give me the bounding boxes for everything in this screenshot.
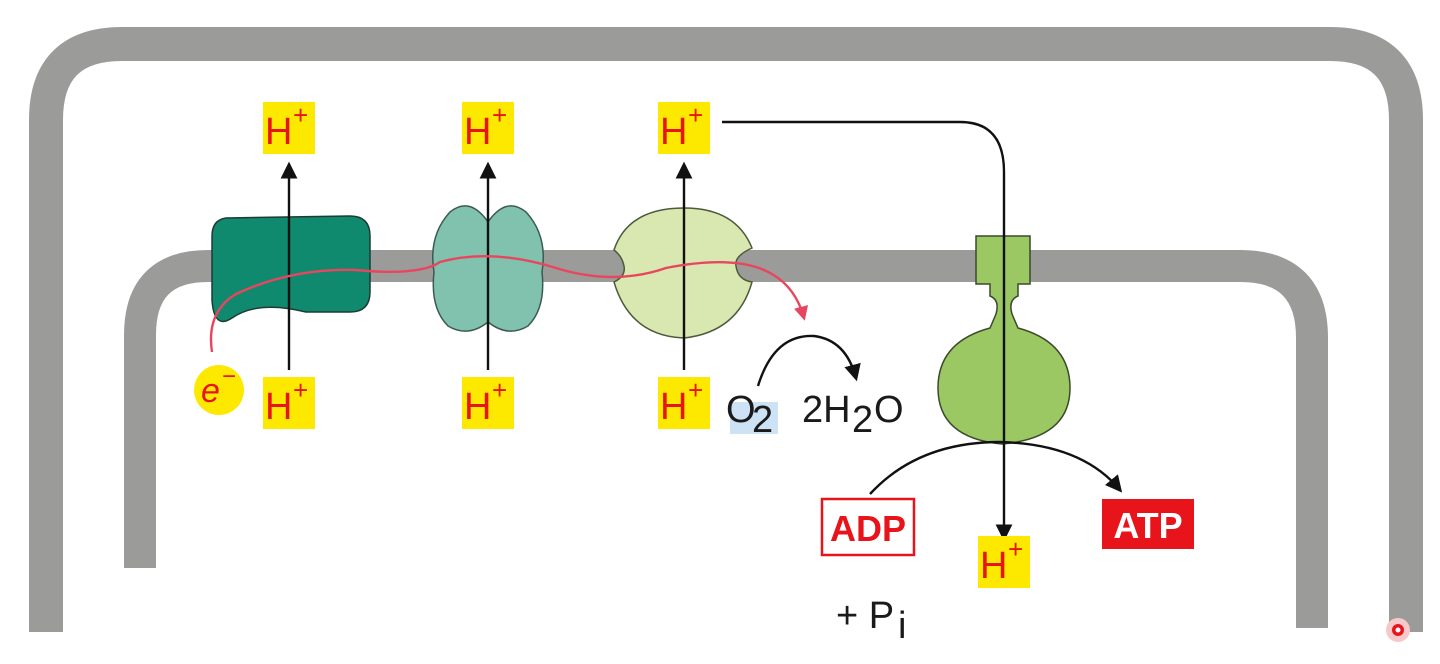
adp-label: ADP [820,497,916,557]
svg-text:+: + [492,100,507,130]
water-label: 2H 2 O [802,389,904,441]
atp-label: ATP [1102,499,1194,549]
svg-text:H: H [660,111,687,153]
proton-label-top-1: H + [263,100,315,154]
svg-text:H: H [464,111,491,153]
svg-text:+: + [1008,534,1023,564]
svg-text:+ P: + P [836,595,894,637]
svg-text:H: H [265,386,292,428]
svg-text:+: + [688,375,703,405]
svg-text:H: H [980,545,1007,587]
svg-text:O: O [726,389,756,431]
phosphate-label: + P i [836,595,906,647]
svg-text:H: H [660,386,687,428]
proton-label-matrix: H + [978,534,1030,588]
svg-text:ADP: ADP [830,508,906,549]
oxygen-label: O 2 [726,389,778,441]
svg-text:H: H [464,386,491,428]
svg-text:2H: 2H [802,389,851,431]
proton-label-top-3: H + [658,100,710,154]
oxygen-reduction-arrow [756,334,861,387]
svg-text:H: H [265,111,292,153]
svg-text:ATP: ATP [1113,505,1182,546]
proton-label-bottom-3: H + [658,375,710,429]
svg-text:−: − [222,363,236,390]
electron-path [209,255,808,353]
svg-text:+: + [293,375,308,405]
complex-i [211,215,371,323]
svg-text:i: i [898,605,906,647]
outer-membrane [29,27,1423,632]
svg-text:O: O [874,389,904,431]
svg-text:2: 2 [752,399,773,441]
proton-return-arrow [722,120,1013,542]
atp-synthesis-arrow [869,440,1123,495]
proton-label-bottom-2: H + [462,375,514,429]
record-indicator-icon [1386,618,1410,642]
svg-text:+: + [688,100,703,130]
electron-label: e − [194,363,244,415]
svg-text:+: + [293,100,308,130]
proton-label-top-2: H + [462,100,514,154]
proton-label-bottom-1: H + [263,375,315,429]
svg-text:2: 2 [852,399,873,441]
svg-text:e: e [201,372,220,410]
svg-text:+: + [492,375,507,405]
